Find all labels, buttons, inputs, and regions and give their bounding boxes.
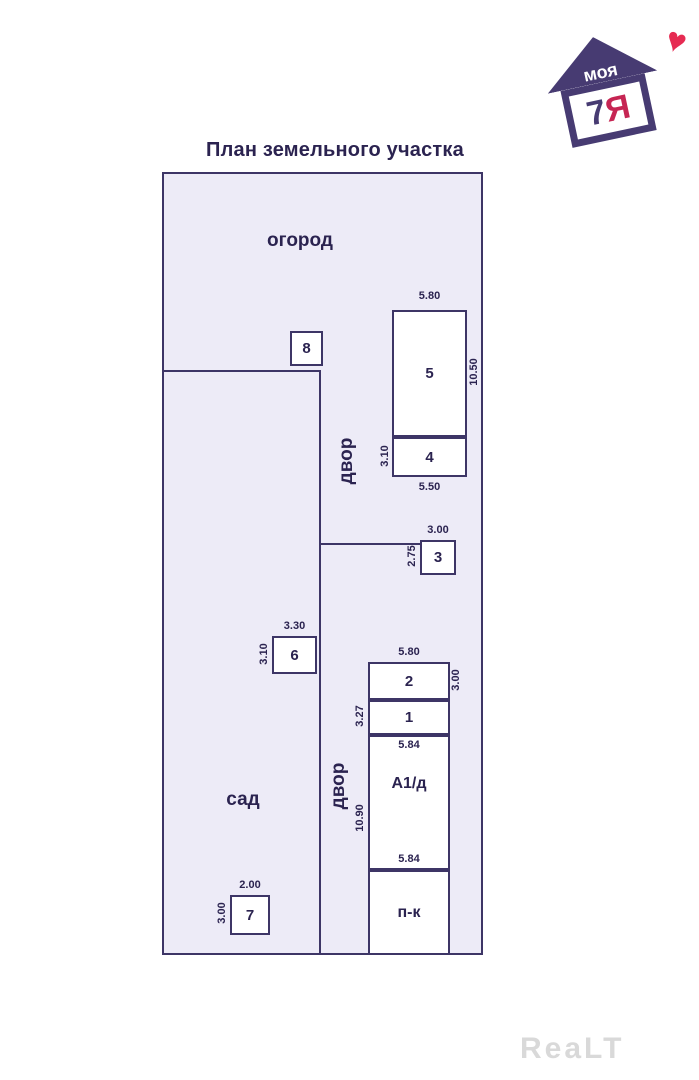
dim-b2-height: 3.00	[450, 669, 462, 691]
building-2: 2	[368, 662, 450, 700]
building-7-label: 7	[245, 906, 255, 924]
boundary-line-horizontal-middle	[321, 543, 420, 545]
dim-b5-height: 10.50	[468, 358, 480, 386]
dim-a1d-width-top: 5.84	[398, 739, 420, 751]
dim-b2-width: 5.80	[398, 646, 420, 658]
dim-b5-width: 5.80	[418, 290, 441, 302]
building-pk-label: п-к	[397, 903, 421, 921]
building-8-label: 8	[302, 340, 311, 357]
building-5-label: 5	[425, 365, 434, 382]
area-label-dvor-upper: двор	[336, 437, 357, 485]
boundary-line-horizontal-upper	[162, 370, 321, 372]
building-5: 5	[392, 310, 467, 437]
dim-a1d-height: 10.90	[354, 804, 366, 832]
dim-b4-height: 3.10	[379, 445, 391, 467]
building-8: 8	[290, 331, 323, 366]
heart-icon: ♥	[660, 19, 692, 63]
dim-b6-height: 3.10	[258, 643, 270, 665]
area-label-ogorod: огород	[267, 230, 333, 251]
page-title: План земельного участка	[206, 139, 464, 161]
realt-watermark: ReaLT	[520, 1032, 625, 1065]
dim-b6-width: 3.30	[283, 620, 306, 632]
dim-b7-height: 3.00	[216, 902, 228, 924]
dim-b3-height: 2.75	[406, 545, 418, 567]
dim-b7-width: 2.00	[239, 879, 261, 891]
building-2-label: 2	[404, 672, 414, 690]
boundary-line-vertical	[319, 370, 321, 955]
building-6: 6	[272, 636, 317, 674]
building-4-label: 4	[425, 448, 434, 466]
building-1: 1	[368, 700, 450, 735]
building-1-label: 1	[404, 709, 414, 726]
building-pk: п-к	[368, 870, 450, 955]
building-4: 4	[392, 437, 467, 477]
building-6-label: 6	[290, 646, 299, 664]
building-a1d: А1/д	[368, 735, 450, 870]
area-label-dvor-lower: двор	[328, 762, 349, 810]
dim-a1d-width-bottom: 5.84	[398, 853, 420, 865]
building-3-label: 3	[433, 549, 443, 566]
area-label-sad: сад	[226, 789, 260, 810]
dim-b1-height: 3.27	[354, 705, 366, 727]
dim-b3-width: 3.00	[427, 524, 449, 536]
building-a1d-label: А1/д	[391, 775, 427, 792]
building-3: 3	[420, 540, 456, 575]
dim-b4-width: 5.50	[418, 481, 441, 493]
building-7: 7	[230, 895, 270, 935]
